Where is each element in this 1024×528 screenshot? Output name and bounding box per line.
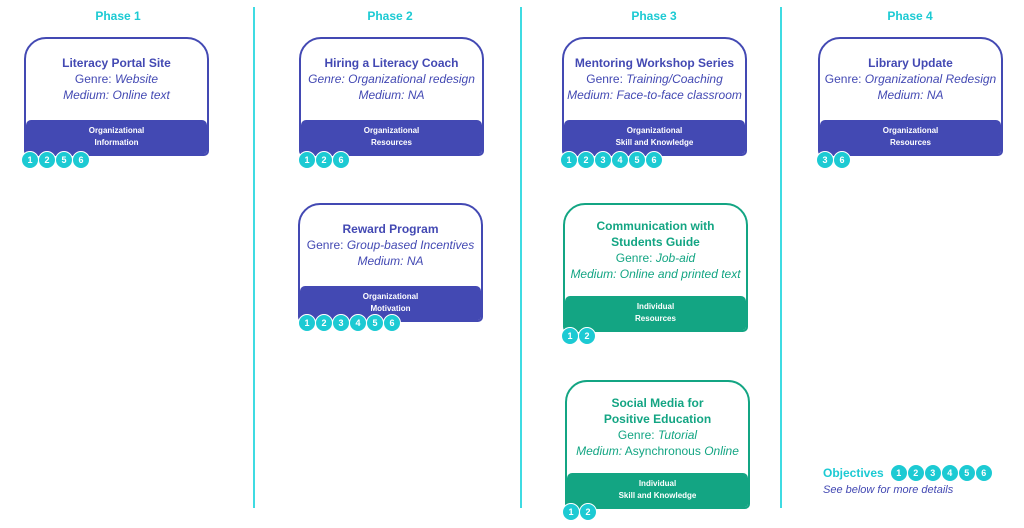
- intervention-card-hiring-literacy-coach: Hiring a Literacy Coach Genre: Organizat…: [299, 37, 484, 156]
- objectives-legend-note: See below for more details: [823, 484, 954, 496]
- objective-badge-4: 4: [349, 314, 367, 332]
- card-title: Hiring a Literacy Coach: [324, 55, 459, 70]
- objective-badge-1: 1: [298, 314, 316, 332]
- intervention-card-library-update: Library Update Genre: Organizational Red…: [818, 37, 1003, 156]
- objective-badge-2: 2: [906, 464, 925, 482]
- card-category-band: Organizational Resources: [301, 120, 482, 154]
- card-medium: Medium: NA: [877, 87, 944, 102]
- card-genre: Genre: Job-aid: [615, 250, 696, 265]
- phase-divider: [780, 7, 782, 508]
- objective-badge-5: 5: [366, 314, 384, 332]
- card-category-band: Organizational Skill and Knowledge: [564, 120, 745, 154]
- objective-badge-6: 6: [72, 151, 90, 169]
- card-medium: Medium: NA: [357, 253, 424, 268]
- objective-badge-2: 2: [38, 151, 56, 169]
- card-title: Reward Program: [342, 221, 439, 236]
- card-title: Social Media for Positive Education: [603, 395, 712, 426]
- phase-3-title: Phase 3: [631, 9, 677, 23]
- card-medium: Medium: NA: [358, 87, 425, 102]
- objective-badge-3: 3: [923, 464, 942, 482]
- phase-1-title: Phase 1: [95, 9, 141, 23]
- card-medium: Medium: Asynchronous Online: [576, 443, 739, 458]
- objective-badge-2: 2: [577, 151, 595, 169]
- objective-badge-5: 5: [957, 464, 976, 482]
- phase-4-title: Phase 4: [887, 9, 933, 23]
- card-category-band: Individual Resources: [565, 296, 746, 330]
- objective-badge-1: 1: [561, 327, 579, 345]
- objective-badge-1: 1: [889, 464, 908, 482]
- objective-badge-1: 1: [298, 151, 316, 169]
- phase-2-title: Phase 2: [367, 9, 413, 23]
- card-category-band: Organizational Resources: [820, 120, 1001, 154]
- card-genre: Genre: Organizational Redesign: [824, 71, 997, 86]
- objective-badge-2: 2: [578, 327, 596, 345]
- objective-badge-6: 6: [974, 464, 993, 482]
- objective-badge-6: 6: [383, 314, 401, 332]
- card-genre: Genre: Tutorial: [617, 427, 698, 442]
- intervention-card-social-media-positive-education: Social Media for Positive Education Genr…: [565, 380, 750, 509]
- phase-divider: [520, 7, 522, 508]
- objective-badge-1: 1: [560, 151, 578, 169]
- objective-badge-2: 2: [579, 503, 597, 521]
- intervention-card-literacy-portal-site: Literacy Portal Site Genre: Website Medi…: [24, 37, 209, 156]
- objective-badge-3: 3: [816, 151, 834, 169]
- objective-badge-5: 5: [55, 151, 73, 169]
- card-genre: Genre: Organizational redesign: [308, 71, 475, 86]
- objective-badge-4: 4: [940, 464, 959, 482]
- card-title: Literacy Portal Site: [62, 55, 171, 70]
- card-medium: Medium: Online text: [63, 87, 170, 102]
- objective-badge-6: 6: [332, 151, 350, 169]
- objective-badge-2: 2: [315, 151, 333, 169]
- phase-divider: [253, 7, 255, 508]
- objective-badge-3: 3: [332, 314, 350, 332]
- card-genre: Genre: Training/Coaching: [586, 71, 723, 86]
- card-category-band: Individual Skill and Knowledge: [567, 473, 748, 507]
- objective-badge-3: 3: [594, 151, 612, 169]
- objectives-legend-label: Objectives: [823, 466, 884, 480]
- card-title: Communication with Students Guide: [596, 218, 715, 249]
- card-genre: Genre: Website: [74, 71, 159, 86]
- objective-badge-1: 1: [562, 503, 580, 521]
- intervention-card-reward-program: Reward Program Genre: Group-based Incent…: [298, 203, 483, 322]
- card-medium: Medium: Face-to-face classroom: [567, 87, 742, 102]
- intervention-card-communication-students-guide: Communication with Students Guide Genre:…: [563, 203, 748, 332]
- objective-badge-6: 6: [645, 151, 663, 169]
- objective-badge-2: 2: [315, 314, 333, 332]
- objective-badge-6: 6: [833, 151, 851, 169]
- card-genre: Genre: Group-based Incentives: [306, 237, 475, 252]
- objective-badge-5: 5: [628, 151, 646, 169]
- card-title: Library Update: [868, 55, 953, 70]
- intervention-card-mentoring-workshop-series: Mentoring Workshop Series Genre: Trainin…: [562, 37, 747, 156]
- card-category-band: Organizational Information: [26, 120, 207, 154]
- objective-badge-4: 4: [611, 151, 629, 169]
- objective-badge-1: 1: [21, 151, 39, 169]
- card-title: Mentoring Workshop Series: [574, 55, 735, 70]
- card-medium: Medium: Online and printed text: [570, 266, 741, 281]
